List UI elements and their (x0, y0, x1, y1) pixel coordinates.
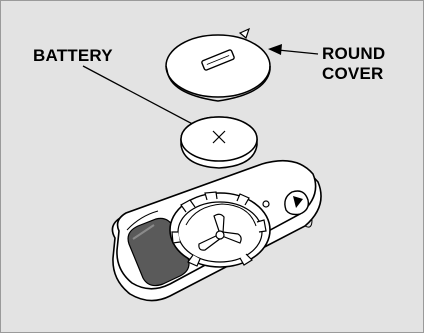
round-cover-label-line2: COVER (322, 64, 383, 83)
cover-leader-line (278, 50, 318, 54)
triangle-arrow-icon (240, 29, 249, 38)
round-cover (166, 29, 270, 101)
battery-label: BATTERY (33, 46, 113, 65)
cover-leader-arrowhead (268, 44, 282, 55)
round-cover-label-line1: ROUND (322, 44, 385, 63)
battery-coin-cell (181, 117, 257, 168)
led-indicator (263, 201, 269, 207)
remote-body (112, 161, 321, 301)
battery-compartment (170, 192, 270, 267)
